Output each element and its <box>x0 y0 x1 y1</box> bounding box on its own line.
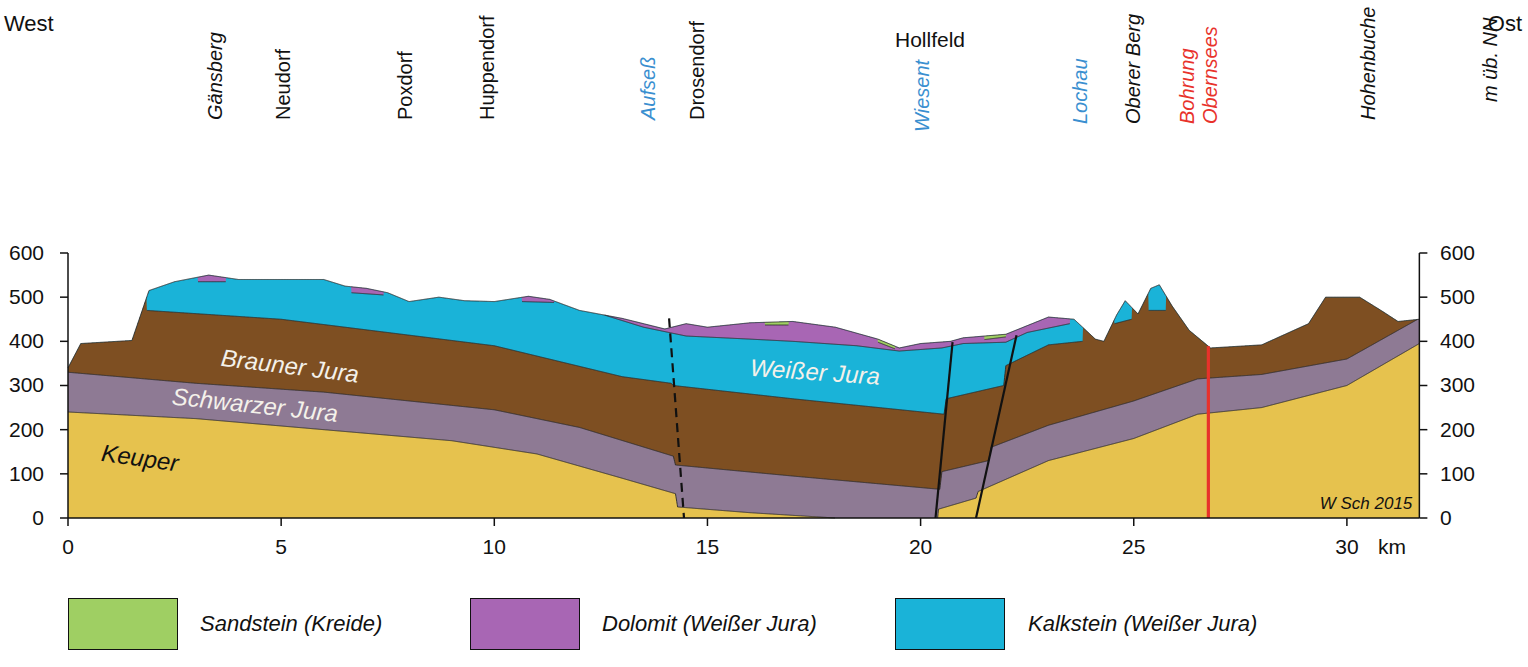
x-tick <box>1346 518 1348 526</box>
y-tick <box>60 429 68 431</box>
place-name: Neudorf <box>272 49 295 120</box>
x-tick <box>67 518 69 526</box>
schwarzer-jura-layer <box>68 319 1419 518</box>
y-tick-label: 300 <box>1440 373 1475 397</box>
fault-line <box>976 335 1016 518</box>
keuper-layer <box>68 344 1419 518</box>
author-note: W Sch 2015 <box>1320 494 1413 514</box>
y-tick <box>1419 517 1427 519</box>
legend-swatch <box>470 598 580 650</box>
legend-text: Sandstein (Kreide) <box>200 611 382 636</box>
legend-text: Kalkstein (Weißer Jura) <box>1028 611 1257 636</box>
y-tick-label: 0 <box>32 506 44 530</box>
y-tick <box>1419 296 1427 298</box>
place-name: Hohenbuche <box>1357 7 1380 120</box>
y-tick <box>60 341 68 343</box>
y-tick-label: 200 <box>9 418 44 442</box>
y-tick <box>1419 429 1427 431</box>
y-tick <box>1419 385 1427 387</box>
y-tick <box>1419 473 1427 475</box>
borehole-line <box>1207 346 1210 518</box>
y-tick <box>1419 341 1427 343</box>
x-tick-label: 25 <box>1122 535 1145 559</box>
fault-line <box>669 318 684 518</box>
y-tick-label: 200 <box>1440 418 1475 442</box>
x-tick-label: 15 <box>696 535 719 559</box>
x-tick <box>707 518 709 526</box>
y-tick-label: 100 <box>9 462 44 486</box>
place-name: Poxdorf <box>394 51 417 120</box>
x-tick-label: 0 <box>62 535 74 559</box>
x-axis <box>68 517 1419 519</box>
place-name: Huppendorf <box>476 15 499 120</box>
fault-line <box>936 342 953 518</box>
y-tick <box>60 296 68 298</box>
axis-unit: m üb. NN <box>1479 18 1502 102</box>
place-name: Aufseß <box>637 57 660 120</box>
axes <box>60 253 1427 526</box>
x-tick-label: 30 <box>1335 535 1358 559</box>
place-name: Drosendorf <box>686 21 709 120</box>
y-tick-label: 600 <box>1440 241 1475 265</box>
x-axis-unit: km <box>1378 535 1406 559</box>
y-tick-label: 500 <box>1440 285 1475 309</box>
x-tick-label: 5 <box>275 535 287 559</box>
y-tick <box>60 252 68 254</box>
place-name: Wiesent <box>911 60 934 132</box>
y-tick-label: 0 <box>1440 506 1452 530</box>
y-tick-label: 500 <box>9 285 44 309</box>
place-name: Oberer Berg <box>1122 14 1145 124</box>
legend-text: Dolomit (Weißer Jura) <box>602 611 817 636</box>
y-tick-label: 400 <box>1440 329 1475 353</box>
x-tick <box>494 518 496 526</box>
layer-boundary <box>68 344 1419 518</box>
place-name: Gänsberg <box>204 32 227 120</box>
y-tick-label: 300 <box>9 373 44 397</box>
layer-group <box>68 275 1419 518</box>
legend-swatch <box>68 598 178 650</box>
x-tick-label: 20 <box>909 535 932 559</box>
layer-boundary <box>765 325 1006 349</box>
place-name: Bohrung Obernsees <box>1176 6 1222 124</box>
y-tick-label: 600 <box>9 241 44 265</box>
y-tick <box>60 517 68 519</box>
y-tick-label: 400 <box>9 329 44 353</box>
x-tick <box>1133 518 1135 526</box>
x-tick-label: 10 <box>483 535 506 559</box>
x-tick <box>920 518 922 526</box>
y-tick-label: 100 <box>1440 462 1475 486</box>
layer-boundary <box>198 282 1070 351</box>
limestone-layer <box>68 275 1419 518</box>
y-tick <box>60 385 68 387</box>
y-tick <box>60 473 68 475</box>
legend-swatch <box>895 598 1005 650</box>
layer-boundary <box>68 320 1417 490</box>
place-name: Hollfeld <box>895 28 965 52</box>
y-tick <box>1419 252 1427 254</box>
place-name: Lochau <box>1069 58 1092 124</box>
direction-label: West <box>4 11 54 36</box>
x-tick <box>280 518 282 526</box>
